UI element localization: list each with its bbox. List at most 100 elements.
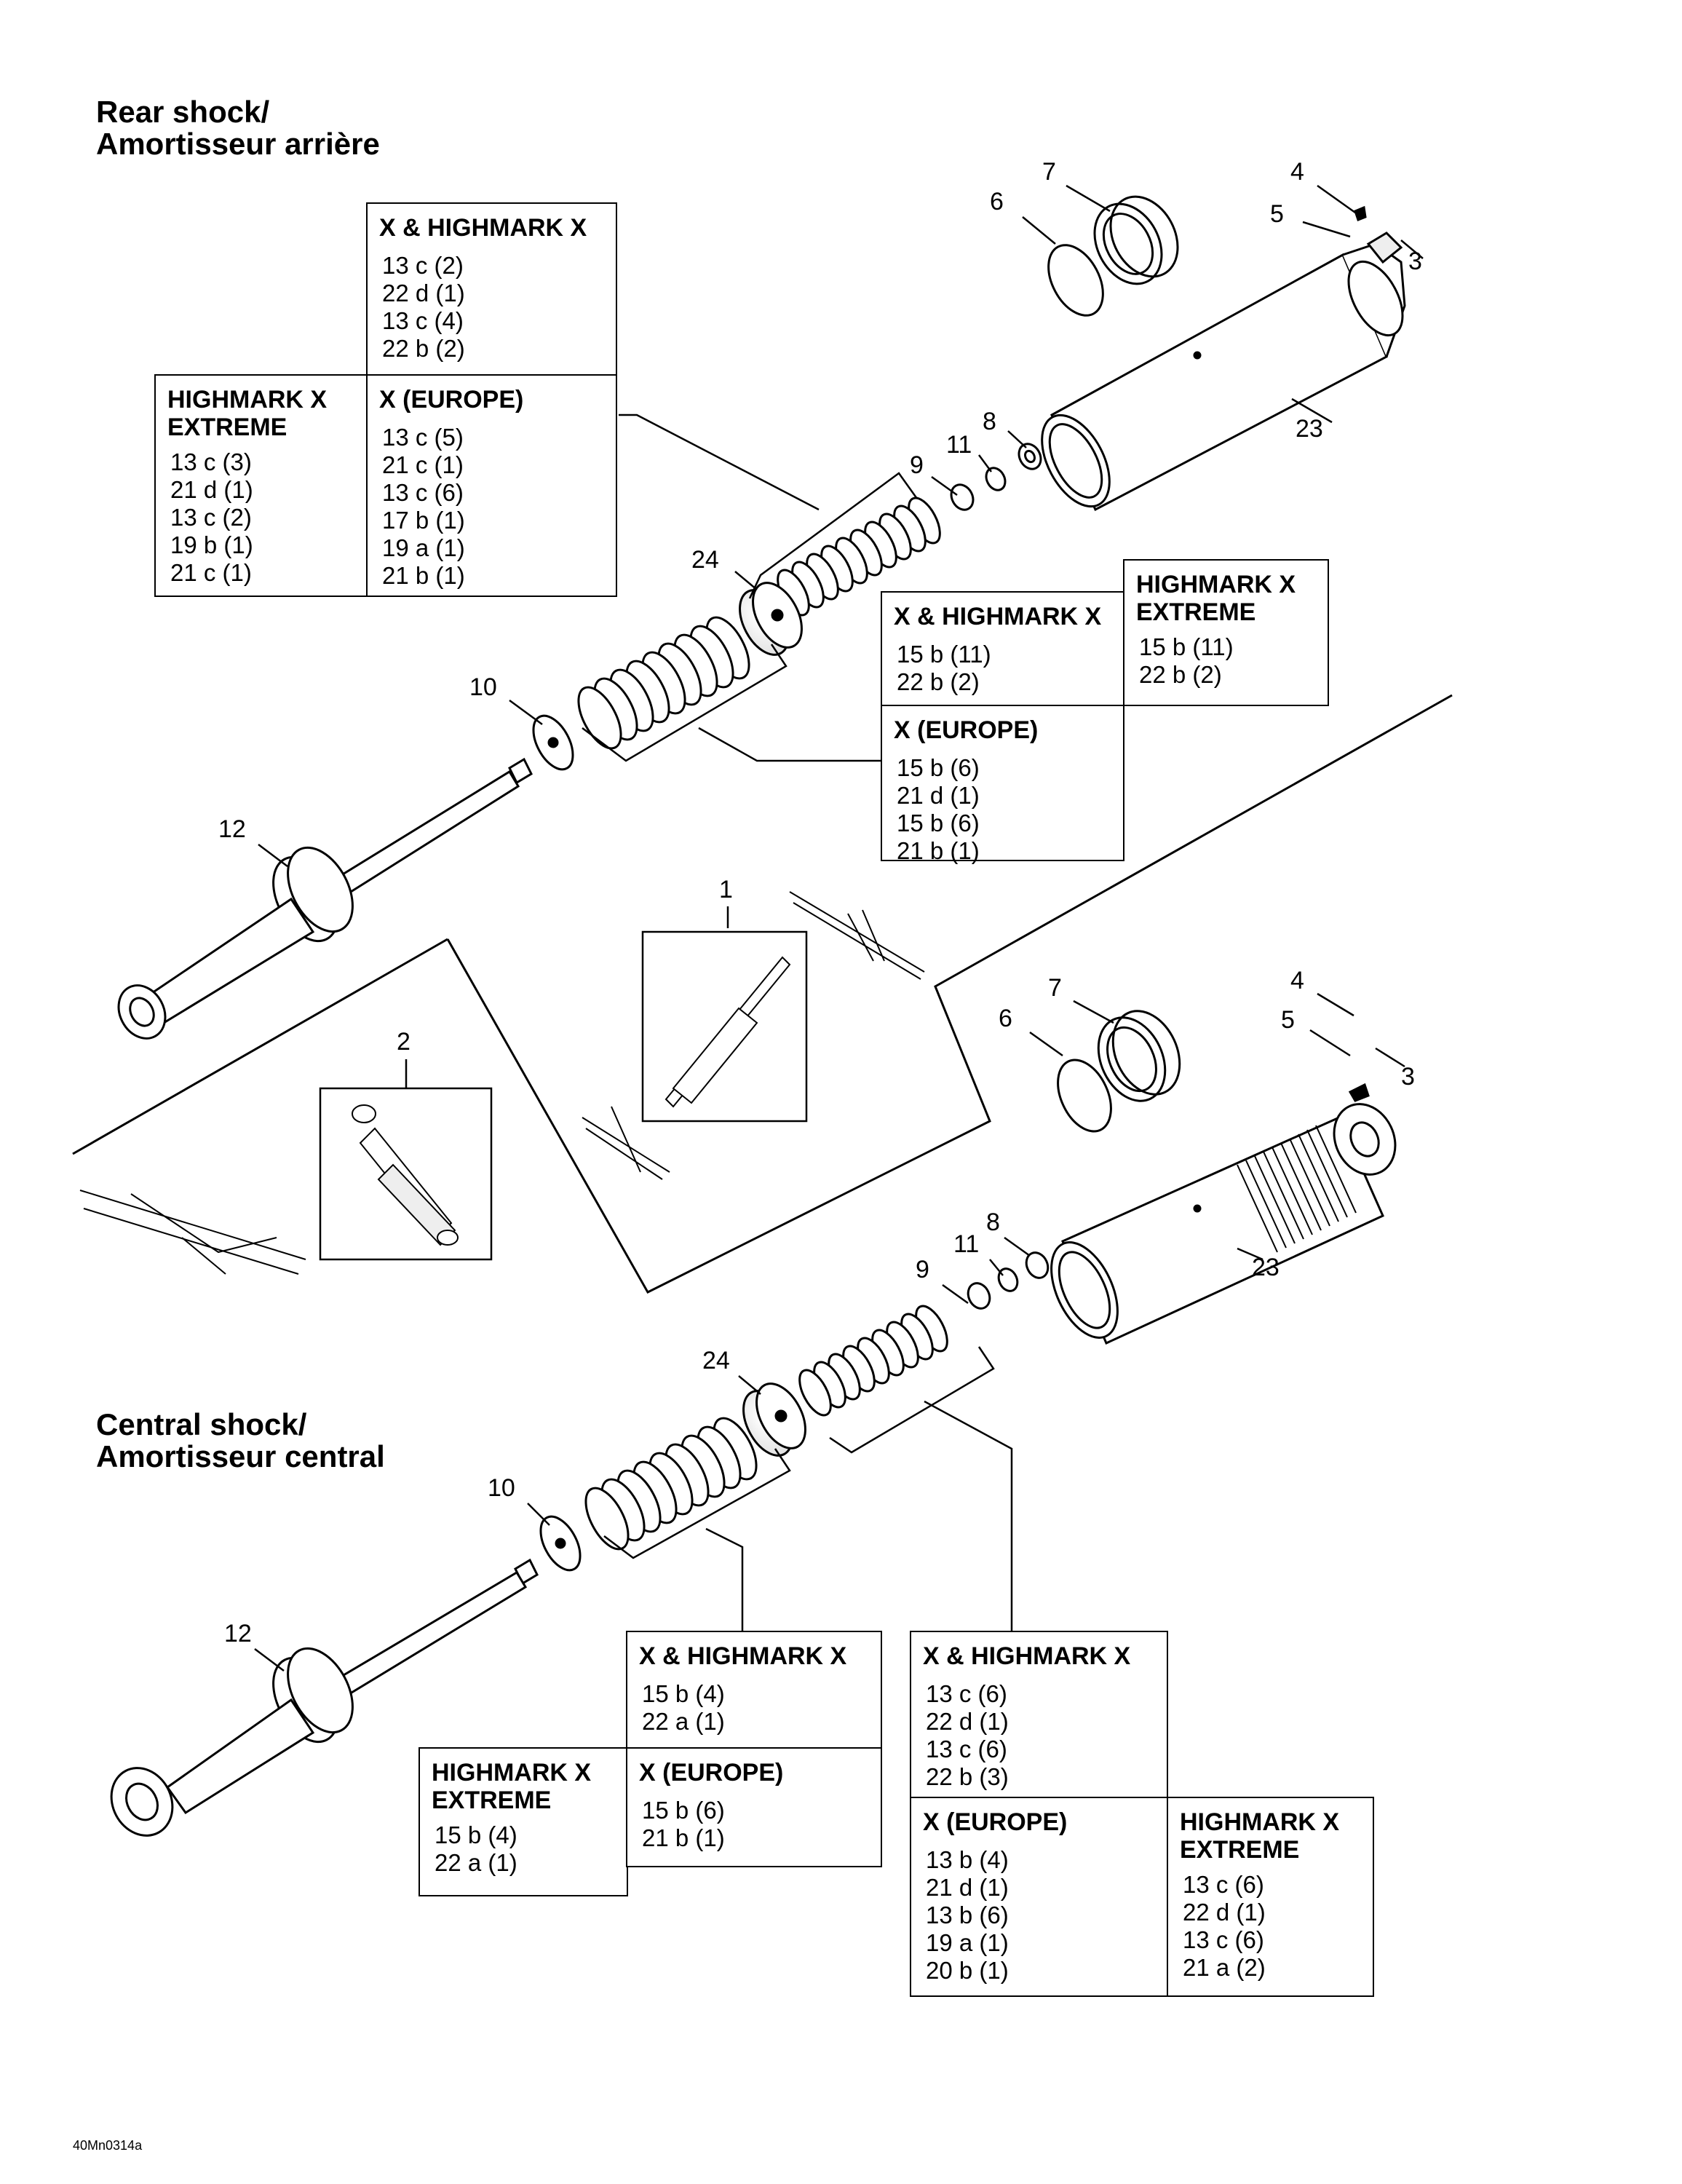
kit-line: 13 b (4) (926, 1846, 1009, 1873)
callout-5: 5 (1270, 200, 1284, 228)
callout-4: 4 (1290, 967, 1304, 994)
kit-box-rear-top-europe: X (EUROPE) 13 c (5) 21 c (1) 13 c (6) 17… (366, 374, 617, 597)
box-lines: 15 b (11) 22 b (2) (882, 630, 1123, 696)
kit-box-rear-top-highmark-extreme: HIGHMARK X EXTREME 13 c (3) 21 d (1) 13 … (154, 374, 369, 597)
box-heading: X & HIGHMARK X (368, 204, 616, 242)
leader-lines (254, 184, 1424, 1671)
kit-box-central-left-x-highmark: X & HIGHMARK X 15 b (4) 22 a (1) (626, 1631, 882, 1749)
callout-1: 1 (719, 876, 733, 903)
box-heading: HIGHMARK X EXTREME (156, 376, 368, 441)
kit-line: 22 b (2) (382, 335, 465, 362)
piston-rear (739, 582, 803, 656)
washer-rear (950, 483, 975, 511)
callout-2: 2 (397, 1028, 410, 1056)
kit-line: 13 c (4) (382, 307, 464, 334)
kit-line: 22 d (1) (926, 1708, 1009, 1735)
heading-line: HIGHMARK X (1180, 1808, 1340, 1836)
central-shock-title: Central shock/ Amortisseur central (96, 1409, 385, 1473)
kit-box-central-right-highmark-extreme: HIGHMARK X EXTREME 13 c (6) 22 d (1) 13 … (1167, 1797, 1374, 1997)
heading-line: HIGHMARK X (1136, 571, 1296, 598)
separator-line (72, 938, 448, 1155)
box-heading: HIGHMARK X EXTREME (1168, 1798, 1373, 1864)
callout-23: 23 (1296, 415, 1323, 443)
box-heading: X (EUROPE) (882, 706, 1123, 744)
heading-line: EXTREME (167, 414, 287, 441)
kit-line: 17 b (1) (382, 507, 465, 534)
heading-line: X (EUROPE) (639, 1759, 784, 1787)
callout-3: 3 (1408, 248, 1422, 275)
kit-line: 15 b (11) (1139, 633, 1234, 660)
kit-line: 13 c (2) (382, 252, 464, 279)
screw-central (1348, 1083, 1370, 1102)
kit-line: 15 b (4) (435, 1821, 517, 1848)
title-line: Amortisseur central (96, 1439, 385, 1473)
kit-box-central-right-x-highmark: X & HIGHMARK X 13 c (6) 22 d (1) 13 c (6… (910, 1631, 1168, 1798)
callout-7: 7 (1042, 158, 1056, 186)
title-line: Amortisseur arrière (96, 127, 380, 161)
kit-line: 21 d (1) (926, 1874, 1009, 1901)
box-heading: X & HIGHMARK X (882, 593, 1123, 630)
kit-box-central-left-highmark-extreme: HIGHMARK X EXTREME 15 b (4) 22 a (1) (418, 1747, 628, 1896)
o-ring-rear (1047, 244, 1104, 317)
shim-stack-upper-rear (777, 496, 941, 617)
title-line: Rear shock/ (96, 95, 270, 129)
kit-line: 13 b (6) (926, 1902, 1009, 1928)
callout-7: 7 (1048, 974, 1062, 1002)
shim-stack-lower-rear (577, 616, 750, 750)
box-lines: 13 c (2) 22 d (1) 13 c (4) 22 b (2) (368, 242, 616, 363)
kit-line: 21 d (1) (897, 782, 980, 809)
kit-line: 19 a (1) (382, 534, 465, 561)
shock-thumbnail-2 (352, 1104, 459, 1246)
screw-rear (1354, 205, 1367, 221)
callout-9: 9 (916, 1256, 929, 1283)
kit-line: 15 b (6) (897, 754, 980, 781)
kit-line: 13 c (2) (170, 504, 252, 531)
callout-5: 5 (1281, 1006, 1295, 1034)
rear-shock-title: Rear shock/ Amortisseur arrière (96, 96, 380, 160)
box-lines: 15 b (4) 22 a (1) (420, 1814, 627, 1877)
kit-line: 22 d (1) (382, 280, 465, 306)
kit-line: 15 b (4) (642, 1680, 725, 1707)
box-heading: X & HIGHMARK X (911, 1632, 1167, 1670)
kit-line: 21 d (1) (170, 476, 253, 503)
box-heading: X & HIGHMARK X (627, 1632, 881, 1670)
title-line: Central shock/ (96, 1407, 307, 1441)
callout-12: 12 (224, 1620, 252, 1647)
kit-line: 13 c (5) (382, 424, 464, 451)
box-lines: 15 b (4) 22 a (1) (627, 1670, 881, 1736)
washer-central (997, 1267, 1019, 1292)
kit-box-central-right-europe: X (EUROPE) 13 b (4) 21 d (1) 13 b (6) 19… (910, 1797, 1168, 1997)
shaft-central (110, 1558, 539, 1837)
callout-8: 8 (986, 1208, 1000, 1236)
kit-line: 15 b (6) (642, 1797, 725, 1824)
heading-line: X (EUROPE) (894, 716, 1039, 744)
washer-central (967, 1282, 991, 1310)
kit-line: 19 b (1) (170, 531, 253, 558)
callout-11: 11 (946, 431, 972, 459)
heading-line: HIGHMARK X (167, 386, 328, 414)
kit-line: 21 a (2) (1183, 1954, 1266, 1981)
kit-line: 19 a (1) (926, 1929, 1009, 1956)
kit-box-rear-top-x-highmark: X & HIGHMARK X 13 c (2) 22 d (1) 13 c (4… (366, 202, 617, 376)
heading-line: X (EUROPE) (923, 1808, 1068, 1836)
kit-line: 21 b (1) (642, 1824, 725, 1851)
kit-line: 15 b (6) (897, 810, 980, 836)
callouts-central: 7 6 4 5 3 23 8 11 9 24 10 12 (224, 967, 1415, 1647)
washer-rear (985, 467, 1007, 491)
box-lines: 13 c (3) 21 d (1) 13 c (2) 19 b (1) 21 c… (156, 441, 368, 587)
o-ring-central (1057, 1059, 1112, 1133)
box-lines: 13 b (4) 21 d (1) 13 b (6) 19 a (1) 20 b… (911, 1836, 1167, 1985)
heading-line: X & HIGHMARK X (894, 603, 1102, 630)
kit-line: 22 a (1) (435, 1849, 517, 1876)
box-heading: HIGHMARK X EXTREME (1124, 561, 1328, 626)
box-lines: 15 b (11) 22 b (2) (1124, 626, 1328, 689)
callout-11: 11 (953, 1230, 979, 1258)
heading-line: EXTREME (1136, 598, 1256, 626)
box-heading: HIGHMARK X EXTREME (420, 1749, 627, 1814)
callout-23: 23 (1252, 1254, 1280, 1281)
kit-line: 21 c (1) (170, 559, 252, 586)
kit-line: 13 c (3) (170, 448, 252, 475)
callout-3: 3 (1401, 1063, 1415, 1091)
box-heading: X (EUROPE) (911, 1798, 1167, 1836)
